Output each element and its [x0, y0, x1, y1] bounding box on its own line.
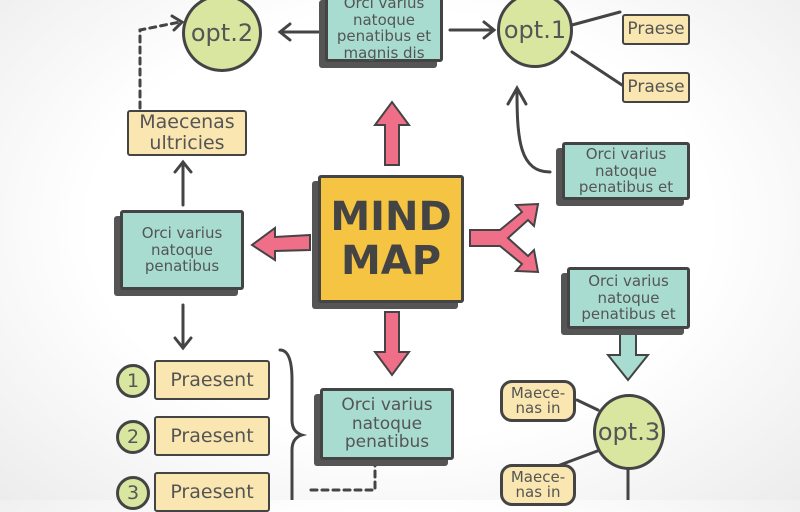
num: 2 — [126, 426, 140, 448]
node-opt1[interactable]: opt.1 — [497, 0, 573, 68]
arrow-up — [373, 100, 411, 166]
node-maecenas-ultricies[interactable]: Maecenas ultricies — [127, 110, 247, 156]
arrow-left — [250, 226, 311, 262]
node-maecenas-in-1[interactable]: Maece-nas in — [500, 380, 576, 422]
label: Praese — [627, 19, 685, 40]
list-item[interactable]: Praesent — [154, 360, 270, 400]
node-praese-2[interactable]: Praese — [622, 72, 690, 103]
node-right-upper[interactable]: Orci varius natoque penatibus et — [562, 142, 690, 200]
label: Orci varius natoque penatibus et — [578, 145, 674, 197]
label: Praesent — [170, 368, 254, 391]
node-bottom[interactable]: Orci varius natoque penatibus — [320, 388, 454, 460]
node-opt3[interactable]: opt.3 — [593, 394, 665, 470]
label: Praesent — [170, 480, 254, 503]
node-opt2[interactable]: opt.2 — [182, 0, 262, 72]
node-top[interactable]: Orci varius natoque penatibus et magnis … — [325, 0, 443, 62]
list-number-3: 3 — [116, 476, 150, 510]
center-line-1: MIND — [330, 194, 452, 240]
label: Praesent — [170, 424, 254, 447]
label: opt.3 — [597, 418, 661, 446]
label: Orci varius natoque penatibus et magnis … — [336, 0, 432, 62]
label: opt.1 — [503, 16, 567, 44]
node-left[interactable]: Orci varius natoque penatibus — [120, 210, 244, 290]
list-number-1: 1 — [116, 364, 150, 398]
label: Orci varius natoque penatibus — [141, 224, 223, 276]
arrow-down — [373, 311, 411, 377]
connectors — [138, 10, 651, 500]
arrow-teal — [605, 329, 651, 382]
arrow-fork — [469, 202, 540, 274]
list-item[interactable]: Praesent — [154, 472, 270, 512]
list-number-2: 2 — [116, 420, 150, 454]
label: Praese — [627, 77, 685, 98]
center-line-2: MAP — [340, 238, 442, 284]
label: Maecenas ultricies — [139, 111, 235, 154]
label: opt.2 — [190, 19, 254, 47]
label: Maece-nas in — [510, 468, 566, 501]
num: 3 — [126, 482, 140, 504]
center-node[interactable]: MIND MAP — [318, 175, 464, 303]
list-item[interactable]: Praesent — [154, 416, 270, 456]
num: 1 — [126, 370, 140, 392]
node-right-lower[interactable]: Orci varius natoque penatibus et — [567, 267, 690, 329]
node-praese-1[interactable]: Praese — [622, 14, 690, 45]
label: Orci varius natoque penatibus — [341, 394, 433, 453]
label: Orci varius natoque penatibus et — [581, 272, 676, 324]
label: Maece-nas in — [510, 384, 566, 417]
